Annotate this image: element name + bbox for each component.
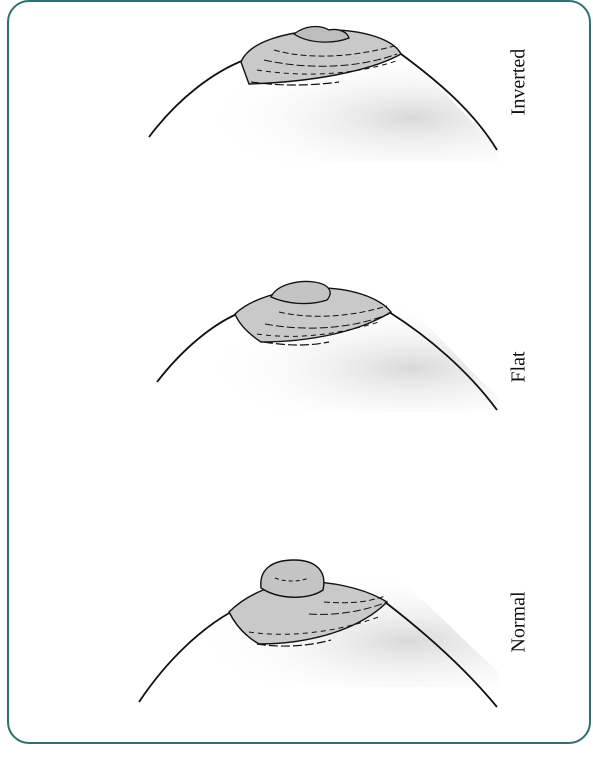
normal-nipple-drawing	[9, 492, 591, 744]
figure-frame: Inverted Flat	[7, 0, 591, 744]
label-inverted: Inverted	[508, 49, 531, 116]
panel-normal: Normal	[9, 492, 589, 744]
flat-nipple-drawing	[9, 242, 591, 492]
panel-flat: Flat	[9, 242, 589, 492]
inverted-nipple-drawing	[9, 2, 591, 242]
panel-inverted: Inverted	[9, 2, 589, 242]
label-normal: Normal	[508, 591, 531, 652]
label-flat: Flat	[508, 351, 531, 382]
